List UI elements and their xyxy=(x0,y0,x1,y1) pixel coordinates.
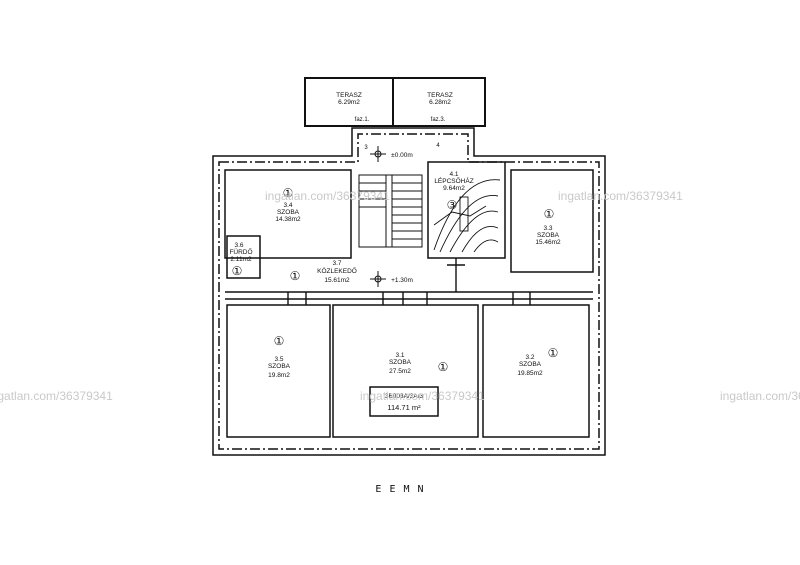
watermark-3: ingatlan.com/36379341 xyxy=(0,389,113,403)
room-3-3-zone: ① xyxy=(544,207,555,221)
room-3-4-area: 14.38m2 xyxy=(275,216,301,223)
room-walls xyxy=(224,161,594,438)
stair-4-1-number: 4.1 xyxy=(449,171,458,178)
terrace-left-name: TERASZ xyxy=(336,92,362,99)
level-marker-lower xyxy=(370,271,386,287)
room-3-2-name: SZOBA xyxy=(519,361,542,368)
watermark-4: ingatlan.com/36379341 xyxy=(360,389,485,403)
watermarks: ingatlan.com/36379341 ingatlan.com/36379… xyxy=(0,189,800,403)
room-3-2-outline xyxy=(482,304,590,438)
terrace-right-area: 6.28m2 xyxy=(429,99,451,106)
faz1-mark: faz.1. xyxy=(355,117,370,123)
door-ticks xyxy=(287,258,531,305)
bath-3-6-name: FÜRDŐ xyxy=(229,247,252,256)
room-3-3-number: 3.3 xyxy=(543,225,552,232)
room-3-4-outline xyxy=(224,169,352,259)
stair-4-1-area: 9.64m2 xyxy=(443,185,465,192)
room-3-4-name: SZOBA xyxy=(277,209,300,216)
room-3-5-name: SZOBA xyxy=(268,363,291,370)
watermark-2: ingatlan.com/36379341 xyxy=(558,189,683,203)
room-3-1-zone: ① xyxy=(438,360,449,374)
bath-3-6-zone: ① xyxy=(232,264,243,278)
stair-4-1-name: LÉPCSŐHÁZ xyxy=(434,176,473,185)
level-upper-label: ±0.00m xyxy=(391,152,413,159)
terrace-right-name: TERASZ xyxy=(427,92,453,99)
spiral-stair xyxy=(433,179,501,253)
level-marker-upper xyxy=(370,146,386,162)
room-3-1-area: 27.5m2 xyxy=(389,368,411,375)
room-3-3-area: 15.46m2 xyxy=(535,239,561,246)
room-3-4-number: 3.4 xyxy=(283,202,292,209)
level-lower-label: +1.30m xyxy=(391,277,413,284)
corridor-3-7-number: 3.7 xyxy=(332,260,341,267)
corridor-3-7-zone: ① xyxy=(290,269,301,283)
bath-3-6-number: 3.6 xyxy=(234,242,243,249)
room-3-4-zone: ① xyxy=(283,186,294,200)
room-3-2-area: 19.85m2 xyxy=(517,370,543,377)
room-3-1-outline xyxy=(332,304,479,438)
watermark-1: ingatlan.com/36379341 xyxy=(265,189,390,203)
straight-stair xyxy=(358,174,423,248)
bath-3-6-area: 2.11m2 xyxy=(230,256,252,263)
room-3-2-zone: ① xyxy=(548,346,559,360)
stair-4-1-outline xyxy=(427,161,506,259)
room-3-2-number: 3.2 xyxy=(525,354,534,361)
faz3-mark: faz.3. xyxy=(431,117,446,123)
room-3-5-area: 19.8m2 xyxy=(268,372,290,379)
bath-3-6-outline xyxy=(226,235,261,279)
room-3-1-number: 3.1 xyxy=(395,352,404,359)
room-3-5-outline xyxy=(226,304,331,438)
corridor-3-7-area: 15.61m2 xyxy=(324,277,350,284)
outer-wall xyxy=(212,127,606,456)
terrace-left-area: 6.29m2 xyxy=(338,99,360,106)
room-3-3-name: SZOBA xyxy=(537,232,560,239)
room-3-3-outline xyxy=(510,169,594,273)
num4-mark: 4 xyxy=(436,143,440,149)
corridor-3-7-name: KÖZLEKEDŐ xyxy=(317,266,357,275)
total-area-value: 114.71 m² xyxy=(387,403,421,412)
terraces xyxy=(304,77,486,127)
labels: TERASZ 6.29m2 TERASZ 6.28m2 faz.1. faz.3… xyxy=(229,92,561,412)
room-3-1-name: SZOBA xyxy=(389,359,412,366)
total-area-box xyxy=(369,386,439,417)
room-3-5-zone: ① xyxy=(274,334,285,348)
total-area-code: 3E003A/3A/3 xyxy=(385,393,424,400)
bottom-legend-text: E E M N xyxy=(375,484,425,495)
watermark-5: ingatlan.com/36379341 xyxy=(720,389,800,403)
stair-4-1-zone: ③ xyxy=(447,198,458,212)
room-3-5-number: 3.5 xyxy=(274,356,283,363)
num3-mark: 3 xyxy=(364,145,368,151)
